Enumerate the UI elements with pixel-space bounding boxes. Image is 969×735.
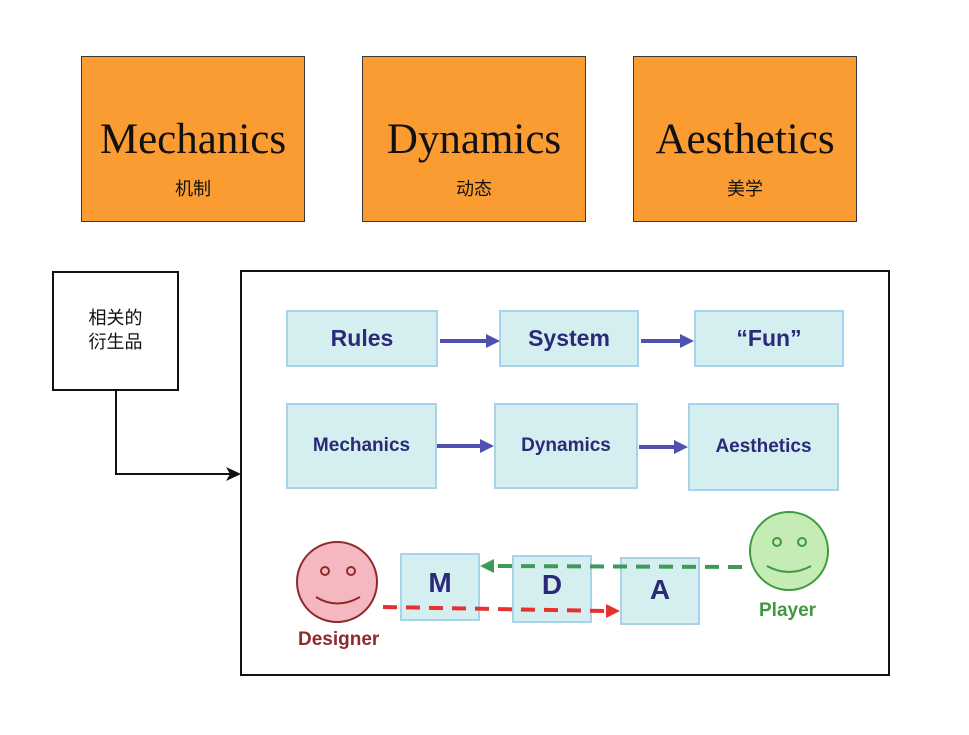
d-box: D [512, 555, 592, 623]
mechanics-inner-label: Mechanics [312, 435, 411, 456]
system-label: System [528, 325, 610, 351]
dynamics-subtitle: 动态 [456, 179, 492, 200]
aesthetics-box: Aesthetics 美学 [633, 56, 857, 222]
dynamics-box: Dynamics 动态 [362, 56, 586, 222]
dynamics-inner-box: Dynamics [494, 403, 638, 489]
m-box: M [400, 553, 480, 621]
d-label: D [541, 569, 563, 600]
aesthetics-subtitle: 美学 [727, 179, 763, 200]
fun-box: “Fun” [694, 310, 844, 367]
designer-label: Designer [298, 629, 380, 650]
mechanics-subtitle: 机制 [175, 179, 211, 200]
m-label: M [428, 567, 452, 598]
a-label: A [649, 574, 671, 605]
aesthetics-title: Aesthetics [655, 116, 835, 163]
mechanics-title: Mechanics [99, 116, 287, 163]
connector-line [115, 391, 232, 475]
derivatives-note-text: 相关的衍生品 [88, 308, 143, 353]
fun-label: “Fun” [736, 325, 802, 351]
system-box: System [499, 310, 639, 367]
player-label: Player [759, 600, 817, 621]
a-box: A [620, 557, 700, 625]
rules-box: Rules [286, 310, 438, 367]
derivatives-note-box: 相关的衍生品 [52, 271, 179, 391]
aesthetics-inner-label: Aesthetics [715, 436, 812, 457]
rules-label: Rules [330, 325, 394, 351]
aesthetics-inner-box: Aesthetics [688, 403, 839, 491]
dynamics-inner-label: Dynamics [521, 435, 611, 456]
mechanics-inner-box: Mechanics [286, 403, 437, 489]
connector-arrowhead-icon [226, 467, 241, 481]
mechanics-box: Mechanics 机制 [81, 56, 305, 222]
dynamics-title: Dynamics [386, 116, 562, 163]
